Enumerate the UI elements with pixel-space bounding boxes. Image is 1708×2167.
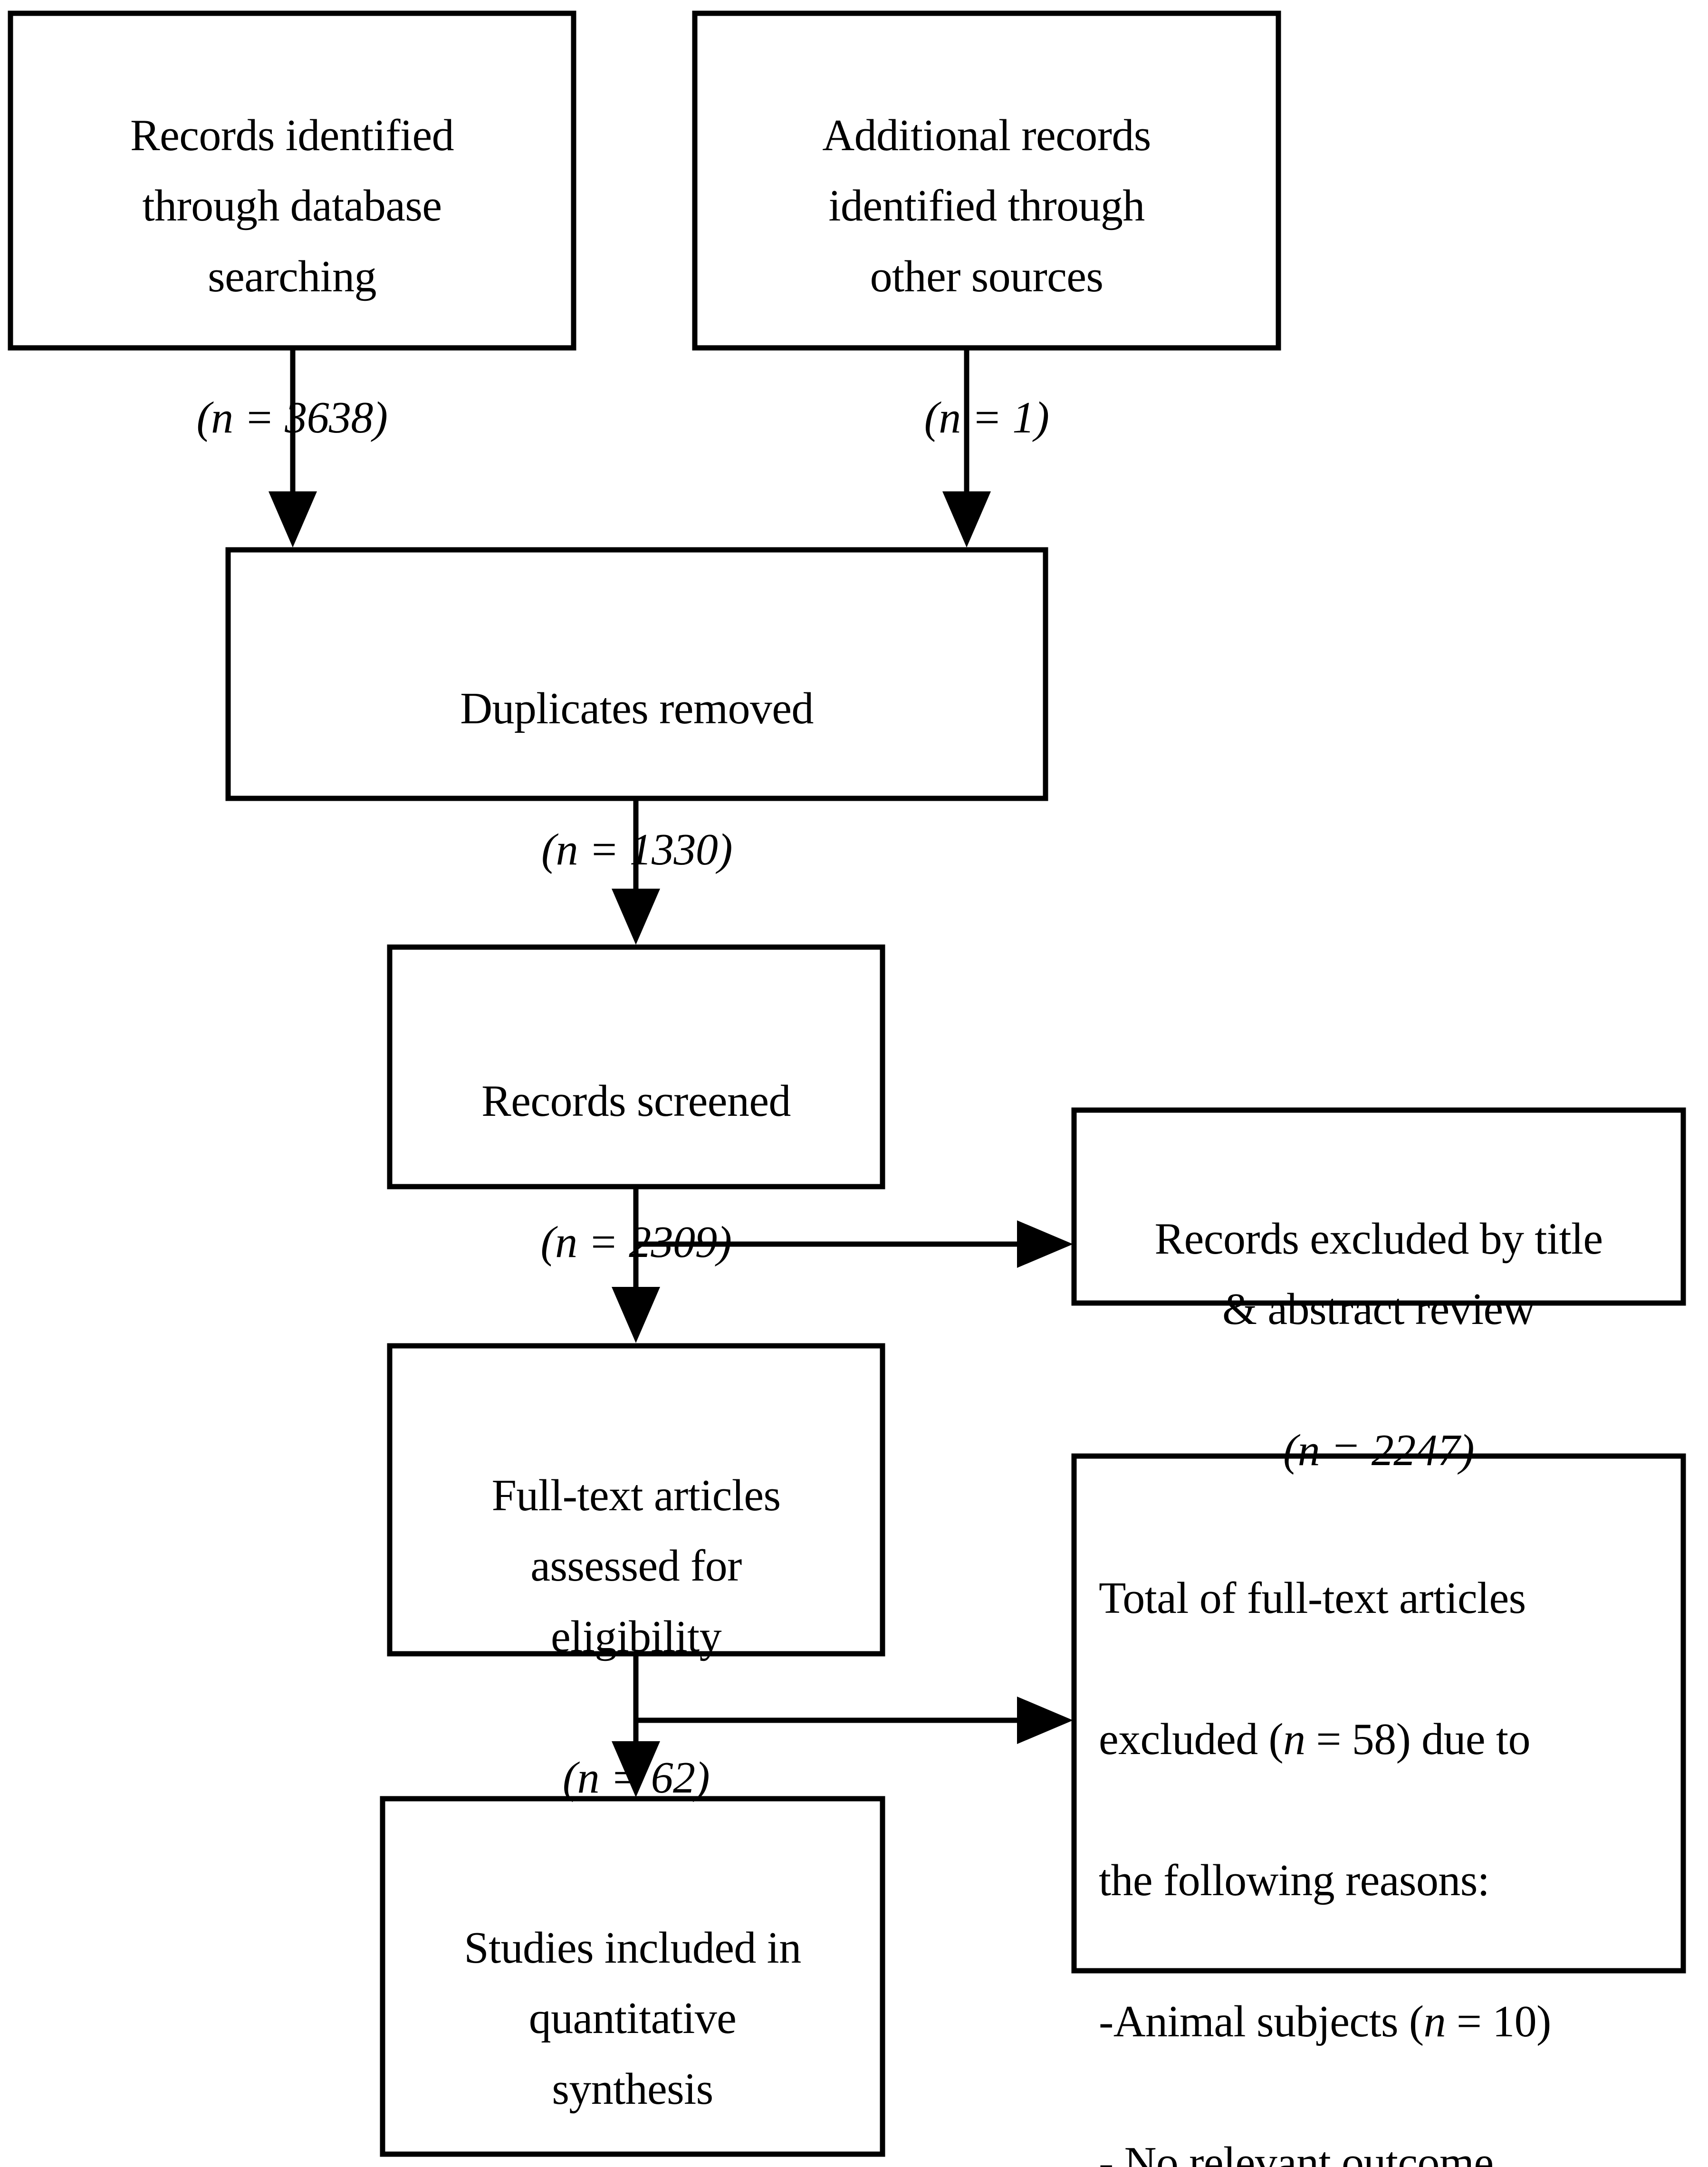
connector-screened-to-records-excluded	[636, 1220, 1073, 1268]
box-full-text-articles-excluded	[1071, 1453, 1686, 1974]
node-records-identified-database-label: Records identified through database sear…	[130, 110, 454, 301]
box-records-screened	[387, 944, 885, 1189]
node-full-text-articles-excluded-heading-line-2: excluded (n = 58) due to	[1099, 1714, 1530, 1764]
box-records-excluded-title-abstract	[1071, 1107, 1686, 1306]
node-studies-included-quantitative-synthesis-label: Studies included in quantitative synthes…	[464, 1923, 801, 2114]
box-studies-included-quantitative-synthesis	[380, 1796, 885, 2157]
node-additional-records-other-sources-label: Additional records identified through ot…	[822, 110, 1151, 301]
node-additional-records-other-sources-text: Additional records identified through ot…	[704, 29, 1269, 524]
node-additional-records-other-sources-count: (n = 1)	[924, 393, 1049, 442]
box-duplicates-removed	[225, 547, 1048, 801]
node-records-excluded-title-abstract-label: Records excluded by title & abstract rev…	[1154, 1214, 1603, 1334]
node-records-excluded-title-abstract-count: (n = 2247)	[1283, 1426, 1475, 1476]
connector-fulltext-to-studies	[612, 1654, 660, 1797]
node-records-screened-count: (n = 2309)	[540, 1217, 732, 1267]
node-duplicates-removed-text: Duplicates removed (n = 1330)	[238, 603, 1036, 956]
connector-fulltext-to-fulltext-excluded	[636, 1697, 1073, 1744]
node-full-text-articles-assessed-text: Full-text articles assessed for eligibil…	[394, 1390, 878, 1884]
connector-duplicates-to-screened	[612, 798, 660, 945]
box-additional-records-other-sources	[692, 10, 1281, 351]
node-records-excluded-title-abstract-text: Records excluded by title & abstract rev…	[1080, 1133, 1678, 1556]
node-records-identified-database-count: (n = 3638)	[196, 393, 388, 442]
node-full-text-articles-excluded-reason-2: - No relevant outcome	[1099, 2138, 1494, 2167]
node-full-text-articles-assessed-count: (n = 62)	[562, 1753, 710, 1803]
box-full-text-articles-assessed	[387, 1343, 885, 1657]
node-records-identified-database-text: Records identified through database sear…	[20, 29, 564, 524]
connector-additional-to-duplicates	[942, 348, 991, 547]
node-full-text-articles-assessed-label: Full-text articles assessed for eligibil…	[491, 1470, 781, 1661]
node-full-text-articles-excluded-text: Total of full-text articles excluded (n …	[1099, 1492, 1683, 2167]
node-records-screened-text: Records screened (n = 2309)	[394, 995, 878, 1348]
node-full-text-articles-excluded-heading-line-1: Total of full-text articles	[1099, 1573, 1526, 1623]
node-full-text-articles-excluded-reason-1: -Animal subjects (n = 10)	[1099, 1996, 1551, 2046]
box-records-identified-database	[8, 10, 576, 351]
node-full-text-articles-excluded-heading-line-3: the following reasons:	[1099, 1855, 1490, 1905]
node-records-screened-label: Records screened	[481, 1076, 791, 1126]
node-studies-included-quantitative-synthesis-text: Studies included in quantitative synthes…	[387, 1842, 878, 2167]
connector-identified-to-duplicates	[269, 348, 317, 547]
node-duplicates-removed-count: (n = 1330)	[541, 825, 733, 874]
node-duplicates-removed-label: Duplicates removed	[460, 683, 814, 733]
